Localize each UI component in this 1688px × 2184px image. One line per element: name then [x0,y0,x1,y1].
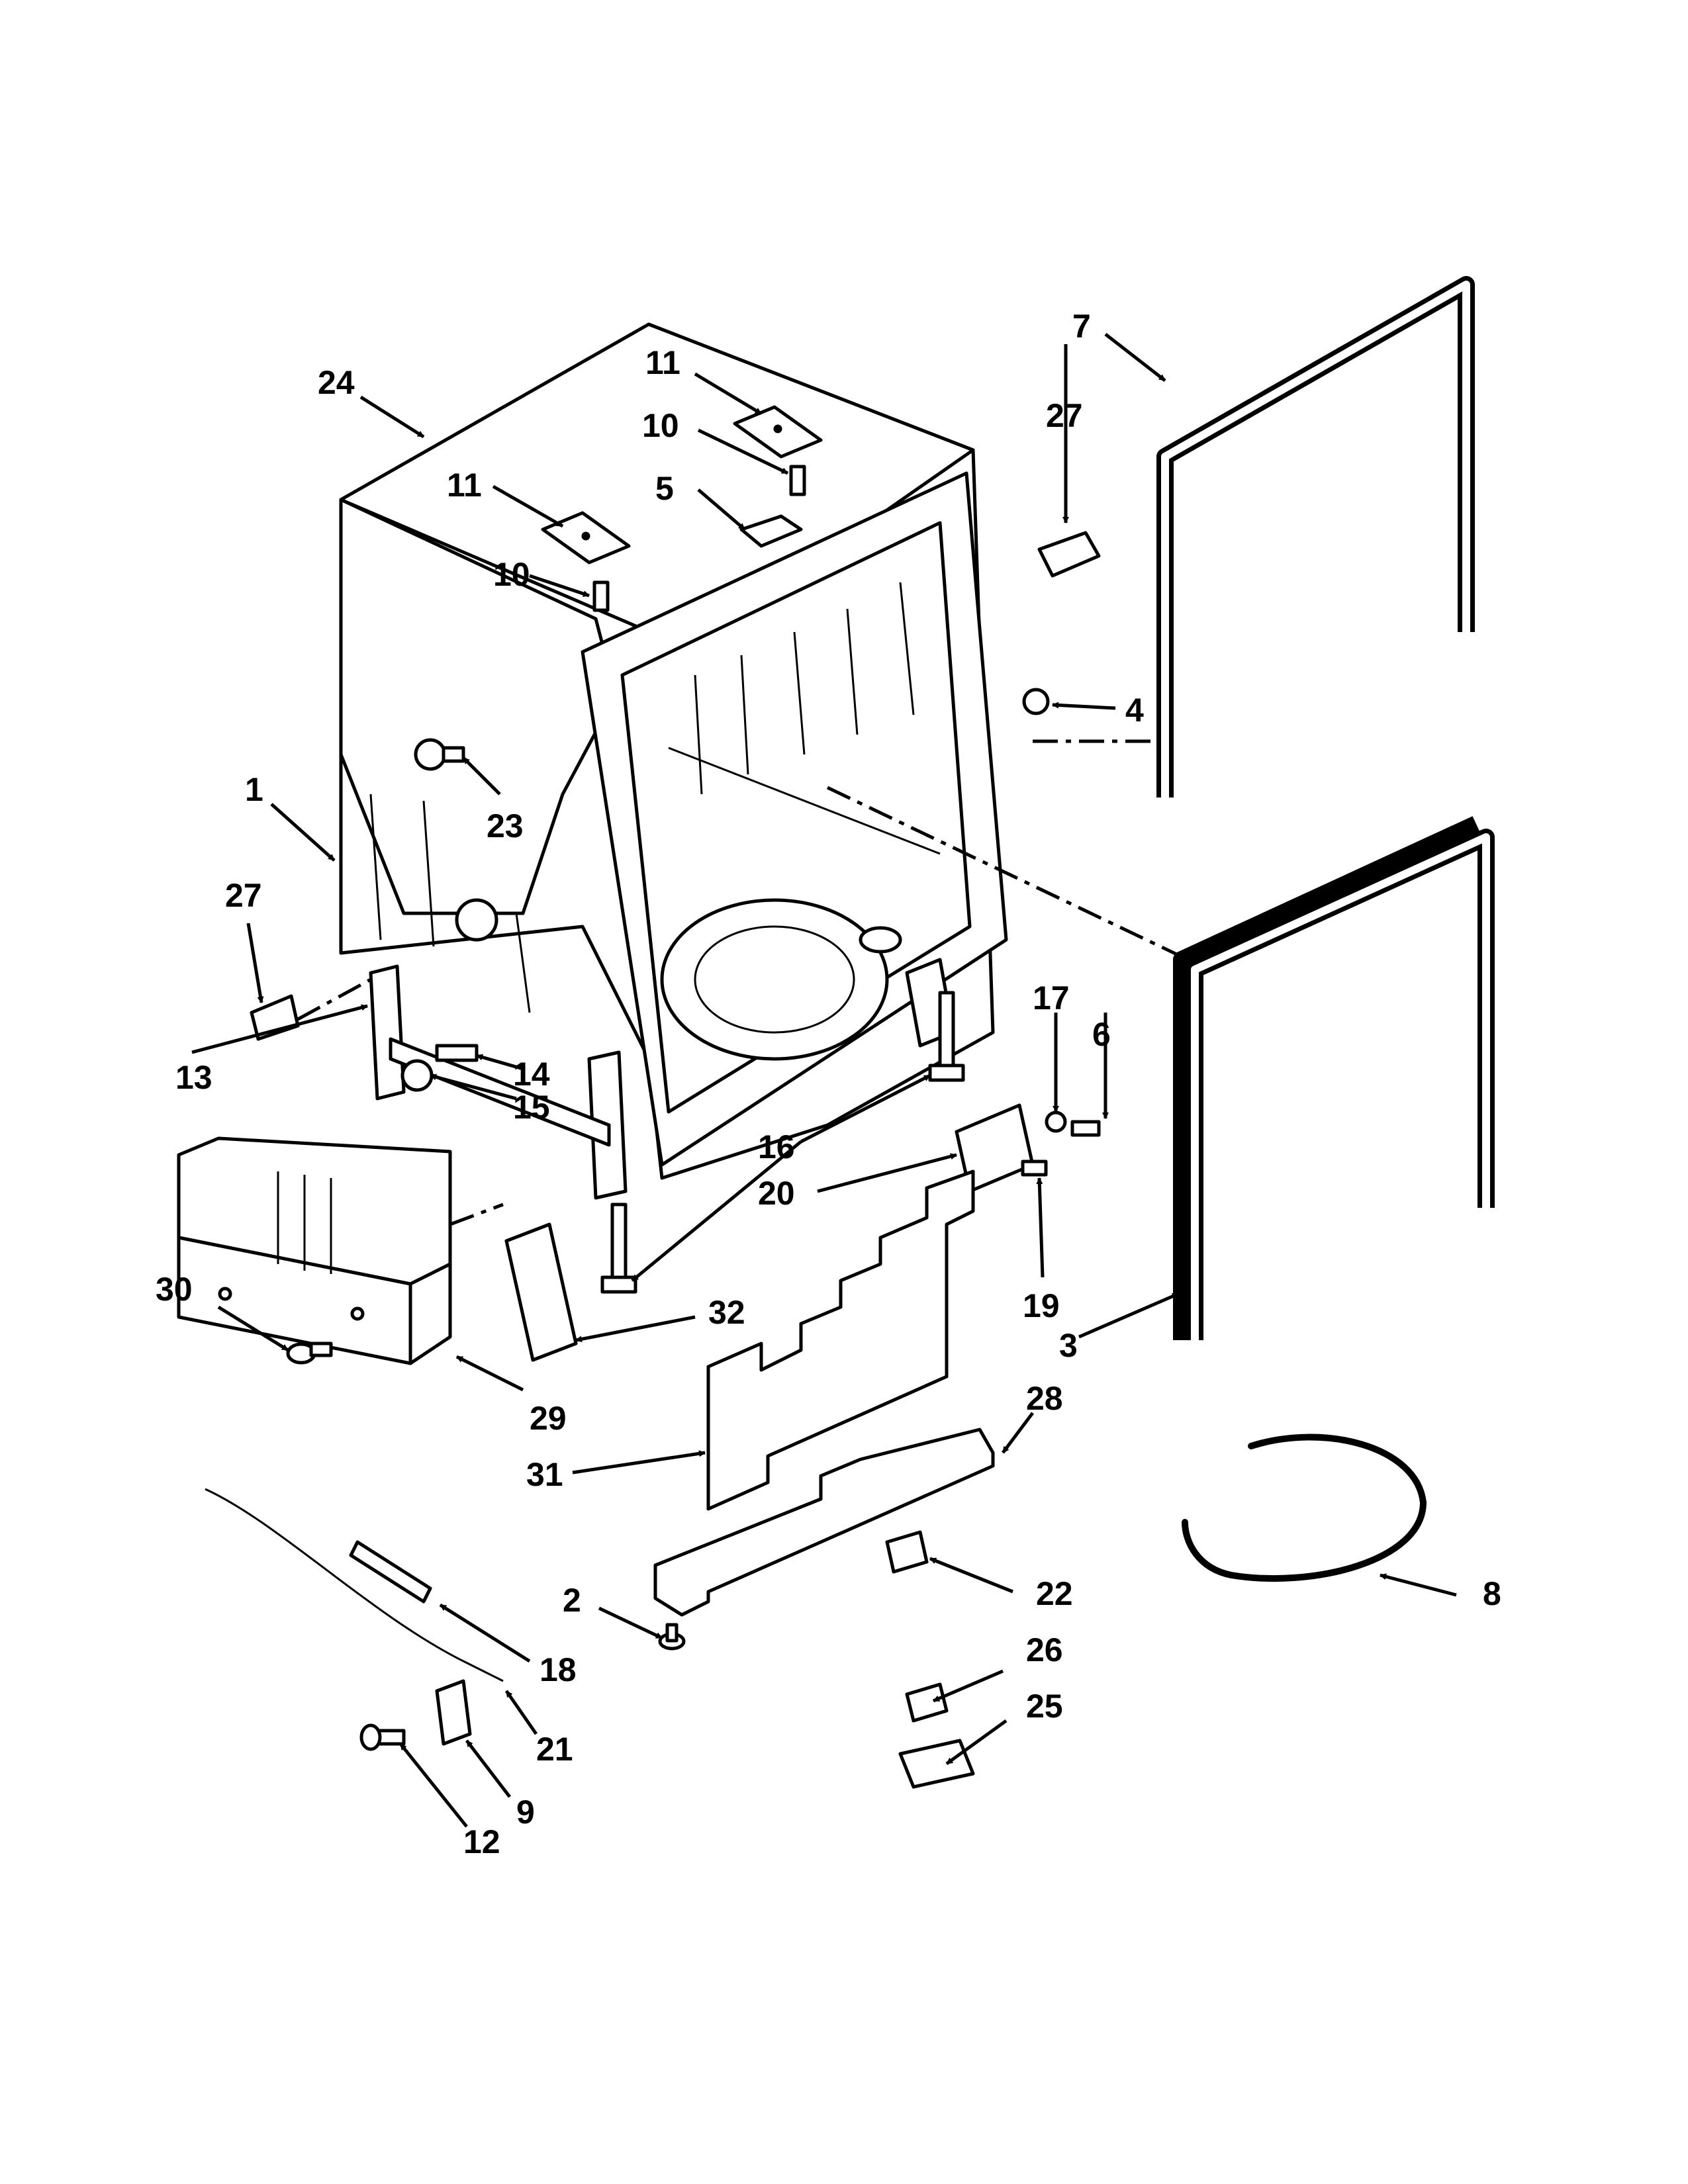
callout-30: 30 [156,1271,193,1308]
callout-10-lower: 10 [493,556,530,593]
hinge-bracket-lower [541,511,631,565]
washer [1045,1111,1067,1133]
door-spring [349,1540,432,1604]
wire-clip [885,1530,929,1574]
info-card [504,1222,578,1362]
callout-18: 18 [539,1651,577,1688]
strike-bracket [739,514,803,548]
screw-upper [789,465,806,496]
leveling-wheel [400,1059,434,1092]
alignment-line-toe [449,1203,504,1226]
callout-1: 1 [245,771,263,808]
callout-24: 24 [318,364,355,401]
leader-lines [191,333,1457,1828]
float-switch [905,1682,949,1723]
callout-15: 15 [513,1089,550,1126]
callout-16: 16 [758,1128,795,1165]
door-cable [205,1488,504,1682]
screw-lower [592,580,610,612]
insulation-panel [706,1169,975,1511]
leveling-screw [435,1044,479,1062]
callout-11-upper: 11 [645,344,680,381]
base-screw [658,1623,686,1651]
callout-29: 29 [530,1400,567,1437]
wire-harness [1182,1433,1427,1582]
callout-25: 25 [1026,1688,1063,1725]
callout-27-lower: 27 [225,877,262,914]
callout-10-upper: 10 [642,407,679,444]
callout-32: 32 [708,1294,745,1331]
callout-7: 7 [1072,308,1091,345]
callout-17: 17 [1033,979,1070,1017]
callout-9: 9 [516,1794,535,1831]
alignment-line-gasket [826,786,1196,965]
callout-27-upper: 27 [1046,397,1083,434]
callout-26: 26 [1026,1631,1063,1668]
callout-22: 22 [1036,1575,1073,1612]
callout-21: 21 [536,1731,573,1768]
callout-8: 8 [1483,1575,1501,1612]
callout-5: 5 [655,470,674,507]
callout-13: 13 [175,1059,212,1096]
callout-12: 12 [463,1823,500,1860]
callout-3: 3 [1059,1327,1078,1364]
callout-14: 14 [513,1056,550,1093]
callout-19: 19 [1023,1287,1060,1324]
callout-11-lower: 11 [447,467,482,504]
callout-23: 23 [487,807,524,844]
bracket-screw-lower [1021,1160,1048,1177]
door-bumper-upper [1037,531,1101,578]
alignment-line-bumper [297,978,372,1021]
tub-assembly [339,322,1008,1200]
tub-plug [414,738,465,771]
cable-pulley [435,1679,472,1746]
switch-bracket [898,1739,975,1789]
callout-31: 31 [526,1456,563,1493]
toe-panel [177,1136,452,1365]
callout-20: 20 [758,1175,795,1212]
tub-gasket [1173,816,1495,1340]
leveling-leg-rear [928,991,965,1082]
bracket-screw [1070,1120,1101,1137]
door-gasket-top [1156,276,1475,797]
callout-6: 6 [1092,1016,1111,1053]
callout-labels: 24 11 10 5 11 10 7 27 4 23 1 27 13 14 15… [156,308,1501,1860]
callout-28: 28 [1026,1380,1063,1417]
callout-2: 2 [563,1582,581,1619]
leveling-leg-front [600,1203,637,1294]
callout-4: 4 [1125,692,1144,729]
toe-panel-screw [286,1342,333,1365]
door-bumper-lower [250,994,300,1041]
base-plate [653,1428,995,1617]
hole-plug [1022,688,1050,715]
pulley-screw [359,1723,406,1751]
